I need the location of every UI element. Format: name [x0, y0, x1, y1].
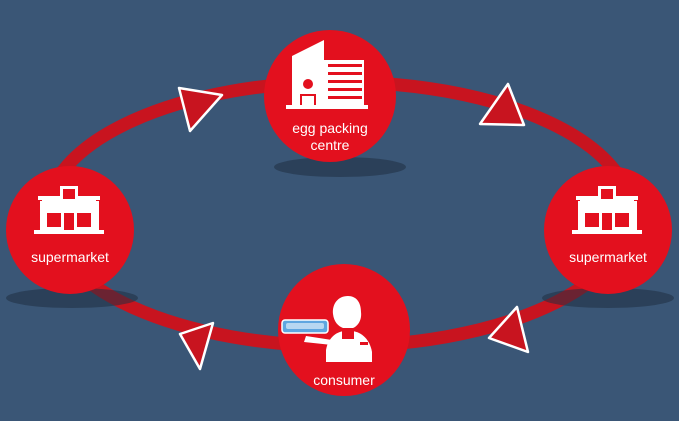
- store-icon: [34, 186, 104, 234]
- node-label: supermarket: [31, 249, 109, 265]
- node-supermarket-right: supermarket: [544, 166, 672, 294]
- arrow-bottom-to-left: [178, 321, 215, 371]
- node-right-shadow: [542, 288, 674, 308]
- node-label-line2: centre: [311, 137, 350, 153]
- building-icon: [286, 40, 368, 109]
- store-icon: [572, 186, 642, 234]
- node-circle: [278, 264, 410, 396]
- arrow-top-to-right: [478, 82, 526, 127]
- node-label: consumer: [313, 372, 375, 388]
- node-left-shadow: [6, 288, 138, 308]
- node-label: supermarket: [569, 249, 647, 265]
- arrow-left-to-top: [177, 86, 224, 133]
- arrow-right-to-bottom: [487, 305, 530, 354]
- egg-carton-icon: [281, 319, 329, 334]
- node-supermarket-left: supermarket: [6, 166, 134, 294]
- person-icon: [304, 296, 372, 362]
- node-label-line1: egg packing: [292, 120, 368, 136]
- node-egg-packing-centre: egg packing centre: [264, 30, 396, 162]
- node-top-shadow: [274, 157, 406, 177]
- node-consumer: consumer: [278, 264, 410, 396]
